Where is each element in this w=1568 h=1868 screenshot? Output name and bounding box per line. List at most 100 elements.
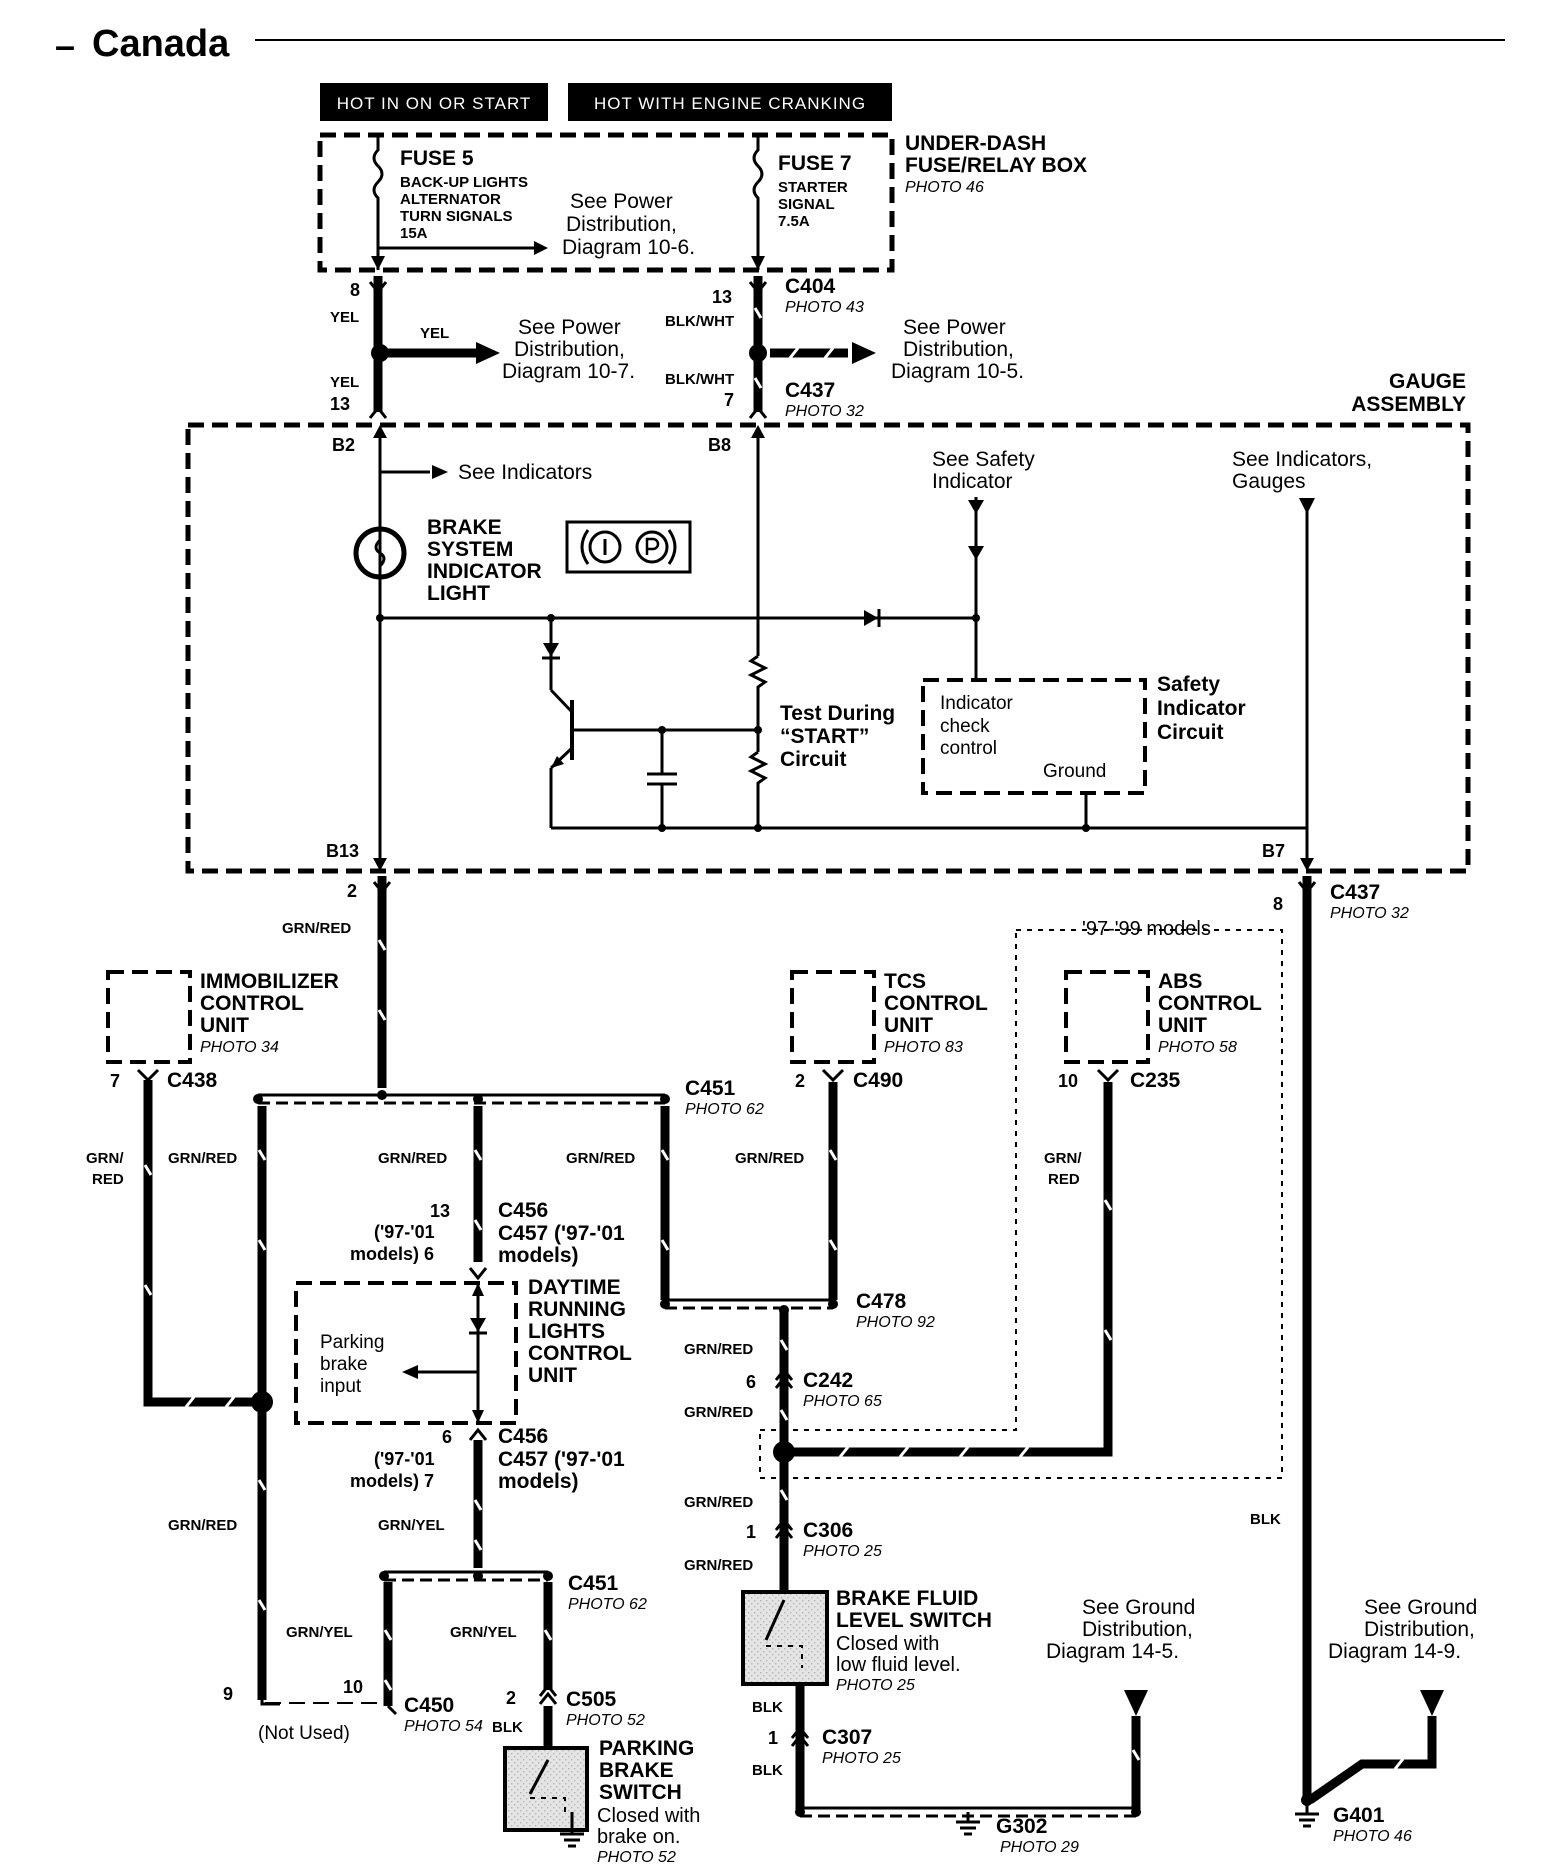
c307-name: C307 bbox=[822, 1726, 872, 1749]
hatch-abs-1 bbox=[838, 1446, 850, 1458]
hatch-grnyel-1 bbox=[473, 1499, 483, 1511]
g302-ground-symbol bbox=[956, 1820, 980, 1836]
c456-top-pin: 13 bbox=[430, 1201, 450, 1221]
c451-bot-name: C451 bbox=[568, 1572, 619, 1595]
fuse7-down-arrow bbox=[751, 256, 765, 270]
splice-yel bbox=[371, 344, 389, 362]
c456-top-connector bbox=[468, 1267, 488, 1281]
brake-lamp-symbol bbox=[353, 526, 407, 580]
c478-node-left bbox=[660, 1299, 670, 1309]
gauges-ref-1: See Indicators, bbox=[1232, 448, 1372, 471]
ground-ref-left-1: See Ground bbox=[1082, 1596, 1195, 1619]
transistor-diode bbox=[543, 643, 559, 657]
drl-input-1: Parking bbox=[320, 1332, 384, 1353]
abs-box bbox=[1064, 970, 1150, 1064]
see-indicators: See Indicators bbox=[458, 461, 592, 484]
c437-bot-photo: PHOTO 32 bbox=[1330, 905, 1409, 922]
wire-label-2: GRN/RED bbox=[378, 1150, 447, 1167]
ground-ref-left-arrow bbox=[1124, 1690, 1148, 1716]
ground-ref-left-3: Diagram 14-5. bbox=[1046, 1640, 1179, 1663]
splice-blkwht-ref-2: Distribution, bbox=[903, 338, 1014, 361]
immobilizer-name-2: CONTROL bbox=[200, 992, 304, 1015]
drl-name-2: RUNNING bbox=[528, 1298, 626, 1321]
wire-label-6: GRN/YEL bbox=[378, 1517, 445, 1534]
resistor-lower bbox=[747, 750, 769, 800]
tcs-photo: PHOTO 83 bbox=[884, 1039, 963, 1056]
hatch-blkwht-arrow-2 bbox=[823, 347, 835, 359]
hatch-abs-6 bbox=[1103, 1329, 1113, 1341]
splice-blkwht-ref-3: Diagram 10-5. bbox=[891, 360, 1024, 383]
splice-blkwht bbox=[749, 344, 767, 362]
test-label-3: Circuit bbox=[780, 748, 847, 771]
parking-ground-symbol bbox=[560, 1832, 584, 1848]
gauge-name-2: ASSEMBLY bbox=[1351, 393, 1466, 416]
c437-top-right-connector bbox=[748, 405, 768, 419]
safety-circuit-1: Safety bbox=[1157, 673, 1220, 696]
hatch-imm-3 bbox=[184, 1396, 196, 1408]
c456-bot-conn-1: C456 bbox=[498, 1425, 548, 1448]
gauges-ref-2: Gauges bbox=[1232, 470, 1306, 493]
wire-immobilizer bbox=[143, 1080, 258, 1407]
drl-bottom-arrow bbox=[472, 1410, 484, 1423]
abs-photo: PHOTO 58 bbox=[1158, 1039, 1237, 1056]
immobilizer-box bbox=[106, 970, 192, 1064]
section-title: Canada bbox=[92, 23, 230, 65]
fuse5-line3: TURN SIGNALS bbox=[400, 208, 513, 225]
tcs-box bbox=[790, 970, 876, 1064]
junction-resistor-bottom bbox=[754, 824, 762, 832]
c451-top-node-drl bbox=[473, 1094, 483, 1104]
c437-top-color-right: BLK/WHT bbox=[665, 371, 734, 388]
fuse5-title: FUSE 5 bbox=[400, 147, 474, 170]
c307-color-bot: BLK bbox=[752, 1762, 783, 1779]
c242-photo: PHOTO 65 bbox=[803, 1393, 882, 1410]
hatch-abs-4 bbox=[1018, 1446, 1030, 1458]
abs-name-3: UNIT bbox=[1158, 1014, 1207, 1037]
hatch-grnyel-4 bbox=[383, 1679, 393, 1691]
fusebox-ref-3: Diagram 10-6. bbox=[562, 236, 695, 259]
brake-warning-icon bbox=[565, 520, 692, 574]
hatch-trunk-2 bbox=[779, 1409, 789, 1421]
c307-connector bbox=[790, 1725, 810, 1747]
diode-symbol bbox=[864, 610, 878, 626]
gauge-name-1: GAUGE bbox=[1389, 370, 1466, 393]
hatch-left-3 bbox=[257, 1479, 267, 1491]
c437-top-left-connector bbox=[368, 405, 388, 419]
tcs-name-1: TCS bbox=[884, 970, 926, 993]
c450-not-used: (Not Used) bbox=[258, 1723, 350, 1744]
c456-bot-sub-2: models) 7 bbox=[350, 1471, 434, 1491]
lamp-label-1: BRAKE bbox=[427, 516, 502, 539]
fusebox-ref-2: Distribution, bbox=[566, 213, 677, 236]
drl-box bbox=[294, 1281, 518, 1425]
splice-blkwht-ref-1: See Power bbox=[903, 316, 1006, 339]
hatch-tcs-1 bbox=[828, 1149, 838, 1161]
c451-top-photo: PHOTO 62 bbox=[685, 1101, 764, 1118]
hot-cranking-label: HOT WITH ENGINE CRANKING bbox=[594, 94, 866, 113]
tcs-conn: C490 bbox=[853, 1069, 903, 1092]
brake-fluid-name-1: BRAKE FLUID bbox=[836, 1587, 978, 1610]
fusebox-photo: PHOTO 46 bbox=[905, 179, 984, 196]
splice-yel-ref-3: Diagram 10-7. bbox=[502, 360, 635, 383]
hatch-blkwht-1 bbox=[753, 307, 763, 319]
c505-pin: 2 bbox=[506, 1688, 516, 1708]
c450-pin-left: 9 bbox=[223, 1684, 233, 1704]
c451-bot-node-left bbox=[379, 1571, 389, 1581]
drl-input-arrow bbox=[402, 1365, 418, 1379]
parking-desc-1: Closed with bbox=[597, 1805, 700, 1827]
fuse5-line1: BACK-UP LIGHTS bbox=[400, 174, 528, 191]
c307-photo: PHOTO 25 bbox=[822, 1750, 901, 1767]
brake-fluid-switch-arm bbox=[764, 1599, 786, 1641]
check-label-1: Indicator bbox=[940, 693, 1014, 714]
c451-bot-node-right bbox=[543, 1571, 553, 1581]
brake-lamp-filament bbox=[374, 538, 386, 568]
drl-top-arrow bbox=[472, 1283, 484, 1296]
hot-on-start-tag bbox=[320, 83, 548, 121]
hatch-drl-2 bbox=[473, 1219, 483, 1231]
fuse5-line4: 15A bbox=[400, 225, 428, 242]
safety-ref-1: See Safety bbox=[932, 448, 1035, 471]
hot-on-start-label: HOT IN ON OR START bbox=[337, 94, 532, 113]
hatch-abs-2 bbox=[898, 1446, 910, 1458]
hatch-left-1 bbox=[257, 1149, 267, 1161]
resistor-upper bbox=[747, 654, 769, 718]
c437-bot-left-connector bbox=[372, 881, 392, 895]
c490-connector bbox=[821, 1068, 845, 1083]
